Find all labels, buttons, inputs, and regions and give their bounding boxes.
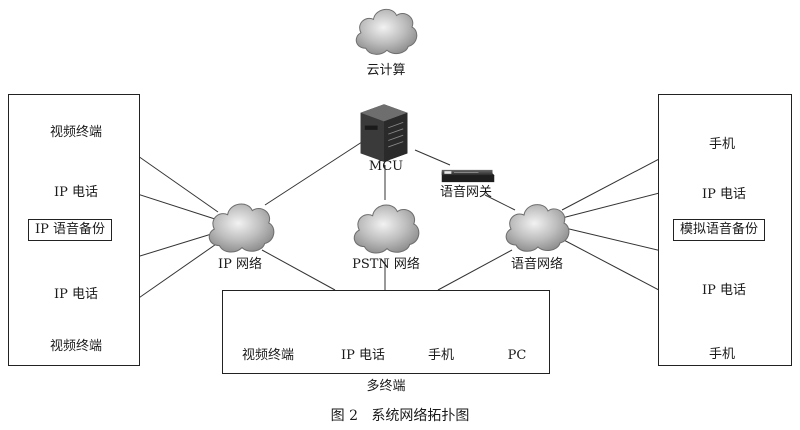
multi-terminal-group (222, 290, 550, 374)
mcu-server-icon (359, 103, 409, 163)
cloud-compute-icon (355, 8, 418, 55)
ip-voice-backup-tag: IP 语音备份 (28, 219, 113, 242)
link-voicenet-multi (437, 249, 513, 291)
voice-gateway-label: 语音网关 (439, 185, 493, 200)
left-video-terminal-top-label: 视频终端 (49, 125, 103, 140)
link-mcu-gateway (414, 149, 451, 166)
multi-terminal-title: 多终端 (366, 379, 406, 394)
right-ip-phone-top-label: IP 电话 (701, 187, 747, 202)
ip-network-cloud-icon (208, 203, 275, 253)
right-mobile-bottom-label: 手机 (708, 347, 736, 362)
pstn-network-label: PSTN 网络 (352, 257, 420, 272)
link-ipnet-multi (261, 249, 336, 291)
cloud-compute-label: 云计算 (366, 63, 406, 78)
figure-caption: 图 2 系统网络拓扑图 (330, 408, 470, 424)
multi-mobile-label: 手机 (427, 348, 455, 363)
ip-network-label: IP 网络 (217, 257, 263, 272)
voice-network-label: 语音网络 (510, 257, 564, 272)
voice-gateway-icon (441, 169, 495, 183)
right-ip-phone-bottom-label: IP 电话 (701, 283, 747, 298)
pstn-network-cloud-icon (353, 204, 420, 254)
voice-network-cloud-icon (505, 204, 570, 252)
multi-pc-label: PC (507, 348, 527, 363)
link-gateway-voicenet (484, 194, 516, 211)
left-video-terminal-bottom-label: 视频终端 (49, 339, 103, 354)
multi-video-terminal-label: 视频终端 (241, 348, 295, 363)
left-ip-phone-bottom-label: IP 电话 (53, 287, 99, 302)
mcu-label: MCU (368, 159, 404, 174)
link-mcu-ipnet (264, 139, 366, 206)
multi-ip-phone-label: IP 电话 (340, 348, 386, 363)
analog-voice-backup-tag: 模拟语音备份 (673, 219, 766, 242)
left-ip-phone-top-label: IP 电话 (53, 185, 99, 200)
right-mobile-top-label: 手机 (708, 137, 736, 152)
